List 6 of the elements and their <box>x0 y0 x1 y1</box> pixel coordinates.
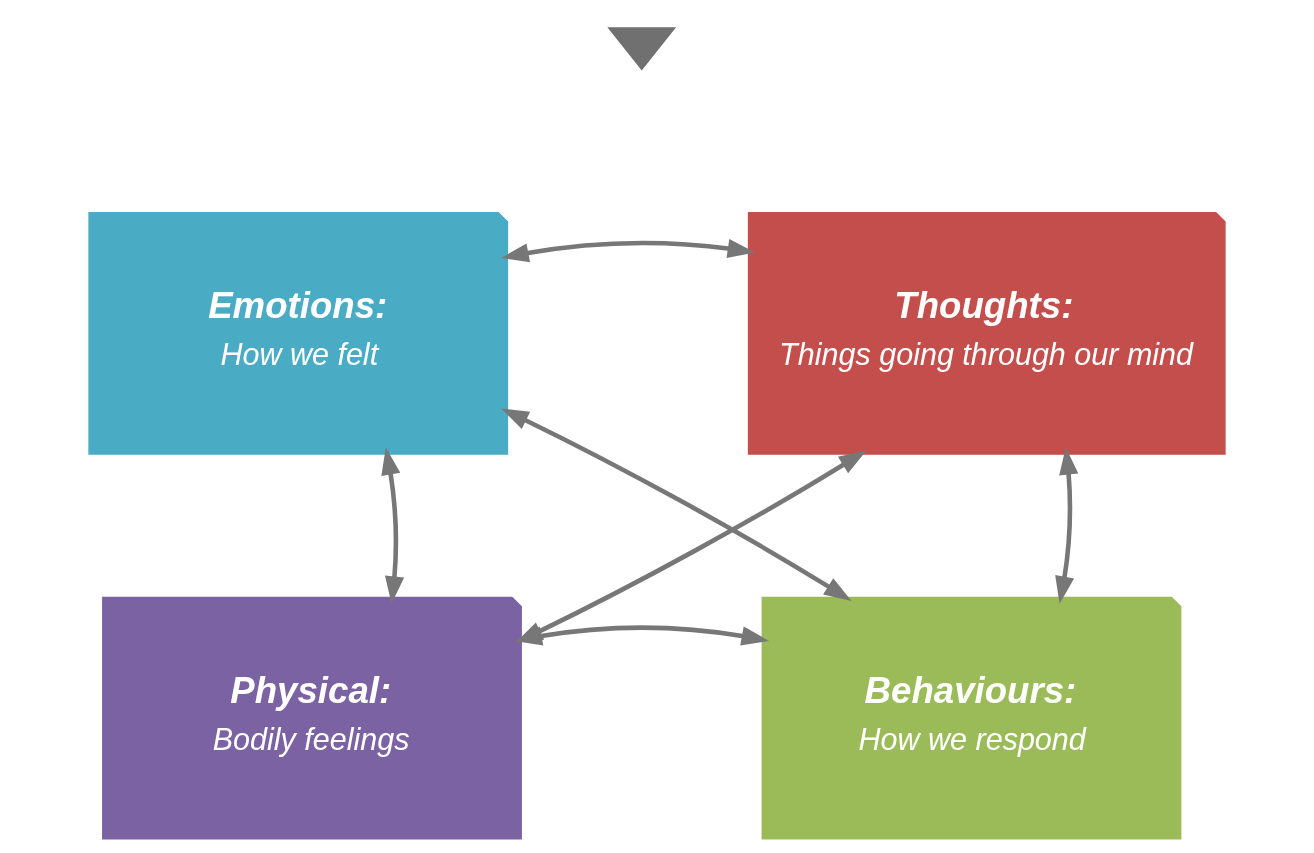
arrow <box>381 447 405 604</box>
arrow <box>1055 447 1079 604</box>
arrow <box>501 238 756 263</box>
arrow <box>514 625 770 646</box>
node-triangle <box>607 27 677 71</box>
arrow <box>501 408 852 601</box>
